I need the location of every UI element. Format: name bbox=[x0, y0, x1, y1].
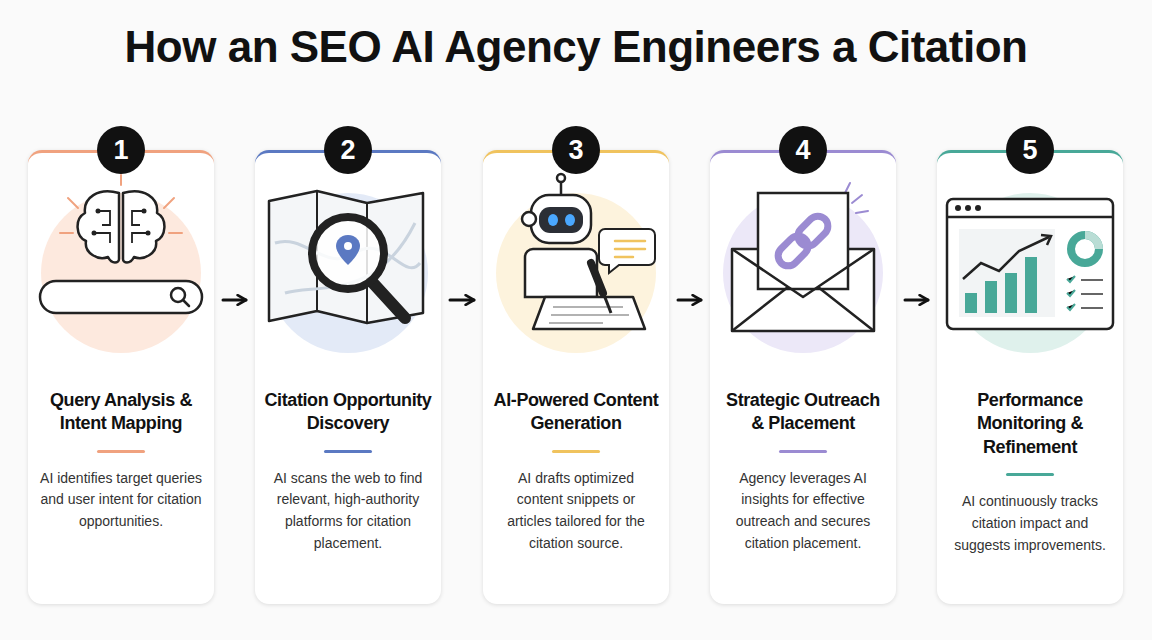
step-illustration bbox=[937, 153, 1123, 373]
heading-underline bbox=[97, 450, 145, 453]
step-number-circle: 4 bbox=[779, 126, 827, 174]
step-illustration bbox=[28, 153, 214, 373]
step-description: AI drafts optimized content snippets or … bbox=[495, 468, 657, 555]
step-number-circle: 5 bbox=[1006, 126, 1054, 174]
step-number-circle: 1 bbox=[97, 126, 145, 174]
diagram-title: How an SEO AI Agency Engineers a Citatio… bbox=[0, 22, 1152, 72]
step-heading: Performance Monitoring & Refinement bbox=[945, 389, 1115, 459]
step-card: Query Analysis & Intent Mapping AI identi… bbox=[28, 150, 214, 604]
step-number: 2 bbox=[340, 135, 355, 166]
heading-underline bbox=[324, 450, 372, 453]
step-card: Strategic Outreach & PlacementAgency lev… bbox=[710, 150, 896, 604]
flow-arrow bbox=[450, 299, 474, 302]
step-description: AI continuously tracks citation impact a… bbox=[949, 491, 1111, 556]
step-number: 4 bbox=[795, 135, 810, 166]
step-heading: Query Analysis & Intent Mapping bbox=[36, 389, 206, 436]
heading-underline bbox=[552, 450, 600, 453]
step-card: Citation Opportunity Discovery AI scans t… bbox=[255, 150, 441, 604]
flow-arrow bbox=[905, 299, 928, 302]
heading-underline bbox=[1006, 473, 1054, 476]
step-heading: AI-Powered Content Generation bbox=[491, 389, 661, 436]
heading-underline bbox=[779, 450, 827, 453]
step-heading: Citation Opportunity Discovery bbox=[263, 389, 433, 436]
step-number-circle: 3 bbox=[552, 126, 600, 174]
step-description: AI identifies target queries and user in… bbox=[40, 468, 202, 533]
step-card: AI-Powered Content Generation AI drafts o… bbox=[483, 150, 669, 604]
flow-arrow bbox=[223, 299, 246, 302]
step-number: 5 bbox=[1022, 135, 1037, 166]
step-illustration bbox=[483, 153, 669, 373]
step-number: 1 bbox=[113, 135, 128, 166]
step-card: Performance Monitoring & Refinement AI co… bbox=[937, 150, 1123, 604]
flow-arrow bbox=[678, 299, 701, 302]
step-illustration bbox=[255, 153, 441, 373]
step-heading: Strategic Outreach & Placement bbox=[718, 389, 888, 436]
step-description: Agency leverages AI insights for effecti… bbox=[722, 468, 884, 555]
step-illustration bbox=[710, 153, 896, 373]
step-number: 3 bbox=[568, 135, 583, 166]
step-number-circle: 2 bbox=[324, 126, 372, 174]
step-description: AI scans the web to find relevant, high-… bbox=[267, 468, 429, 555]
